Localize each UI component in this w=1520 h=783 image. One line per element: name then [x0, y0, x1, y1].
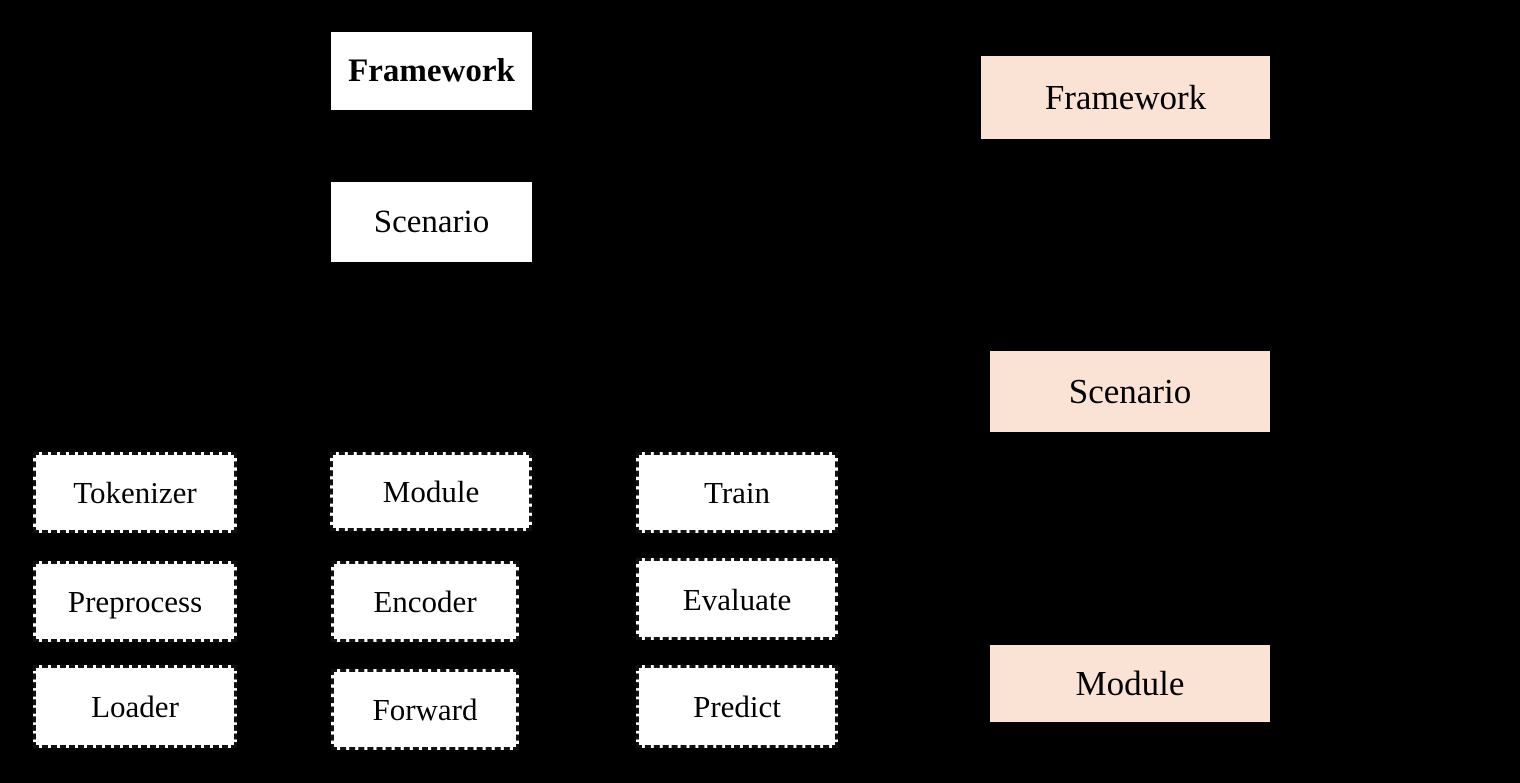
- node-scenario[interactable]: Scenario: [331, 182, 532, 262]
- node-label-scenario: Scenario: [373, 203, 490, 240]
- node-encoder[interactable]: Encoder: [331, 561, 519, 642]
- node-label-tokenizer: Tokenizer: [73, 475, 197, 510]
- node-evaluate[interactable]: Evaluate: [636, 558, 838, 640]
- node-legend-framework[interactable]: Framework: [981, 56, 1270, 139]
- node-label-loader: Loader: [91, 689, 179, 724]
- node-loader[interactable]: Loader: [33, 665, 237, 748]
- node-module[interactable]: Module: [330, 452, 532, 531]
- node-tokenizer[interactable]: Tokenizer: [33, 452, 237, 533]
- node-label-encoder: Encoder: [373, 584, 477, 619]
- node-label-forward: Forward: [372, 692, 478, 727]
- node-label-legend-scenario: Scenario: [1068, 372, 1192, 411]
- node-label-train: Train: [703, 475, 771, 510]
- node-forward[interactable]: Forward: [331, 669, 519, 750]
- node-label-evaluate: Evaluate: [682, 581, 792, 617]
- node-label-legend-module: Module: [1075, 664, 1185, 703]
- node-predict[interactable]: Predict: [636, 665, 838, 748]
- node-label-preprocess: Preprocess: [67, 584, 203, 619]
- node-train[interactable]: Train: [636, 452, 838, 533]
- node-label-legend-framework: Framework: [1044, 78, 1207, 117]
- node-framework[interactable]: Framework: [331, 32, 532, 110]
- node-label-module: Module: [382, 474, 480, 509]
- node-legend-scenario[interactable]: Scenario: [990, 351, 1270, 432]
- node-preprocess[interactable]: Preprocess: [33, 561, 237, 642]
- node-label-predict: Predict: [693, 689, 781, 724]
- node-label-framework: Framework: [348, 52, 515, 89]
- node-legend-module[interactable]: Module: [990, 645, 1270, 722]
